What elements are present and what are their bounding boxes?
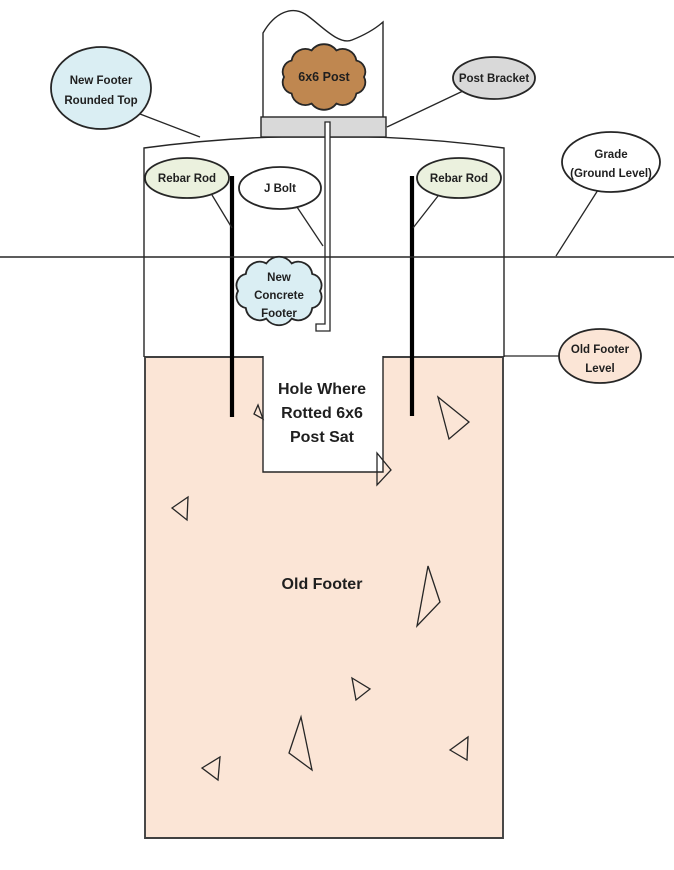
post-6x6-cloud	[281, 43, 367, 111]
aggregate-triangle	[170, 495, 189, 522]
j-bolt-ellipse	[238, 166, 322, 210]
old-footer-label: Old Footer	[282, 576, 363, 593]
post-6x6-label: 6x6 Post	[298, 70, 350, 84]
aggregate-triangle	[436, 395, 471, 441]
old-footer-border	[144, 356, 504, 839]
j-bolt-shape	[315, 121, 331, 332]
old-footer-level-ellipse	[558, 328, 642, 384]
old-footer-level-line1: Old Footer	[571, 344, 630, 356]
aggregate-triangle	[376, 451, 392, 487]
rebar-rod-right-label: Rebar Rod	[430, 173, 488, 185]
grade-line1: Grade	[594, 149, 627, 161]
new-concrete-footer-line2: Concrete	[254, 290, 304, 302]
aggregate-triangle	[448, 735, 469, 762]
grade-ellipse	[561, 131, 661, 193]
old-footer-level-line2: Level	[585, 363, 614, 375]
aggregate-triangle	[200, 755, 221, 782]
post-bracket-shape	[260, 116, 387, 138]
j-bolt-label: J Bolt	[264, 183, 296, 195]
post-bracket-ellipse	[452, 56, 536, 100]
new-footer-leader-line	[139, 113, 201, 138]
aggregate-triangle	[288, 714, 313, 772]
post-bracket-label: Post Bracket	[459, 73, 529, 85]
rebar-rod-left-ellipse	[144, 157, 230, 199]
hole-label-line3: Post Sat	[290, 429, 355, 446]
new-concrete-footer-cloud	[235, 255, 323, 327]
hole-label-line2: Rotted 6x6	[281, 405, 363, 422]
post-hole	[262, 356, 384, 473]
aggregate-triangle	[253, 403, 265, 421]
rebar-rod-left-label: Rebar Rod	[158, 173, 216, 185]
post-bracket-leader-line	[386, 90, 464, 128]
rebar-left-leader-line	[211, 194, 233, 229]
aggregate-triangle	[351, 676, 372, 702]
new-concrete-footer-line1: New	[267, 272, 291, 284]
j-bolt-leader-line	[296, 206, 324, 247]
new-footer-rounded-top-ellipse	[50, 46, 152, 130]
hole-label-line1: Hole Where	[278, 381, 366, 398]
grade-leader-line	[555, 189, 599, 257]
rebar-rod-right-ellipse	[416, 157, 502, 199]
new-footer-rounded-top-line2: Rounded Top	[64, 95, 137, 107]
new-concrete-footer-line3: Footer	[261, 308, 297, 320]
aggregate-triangle	[415, 565, 441, 629]
grade-line2: (Ground Level)	[570, 168, 652, 180]
rebar-right-leader-line	[412, 195, 439, 229]
new-footer-rounded-top-line1: New Footer	[70, 75, 133, 87]
